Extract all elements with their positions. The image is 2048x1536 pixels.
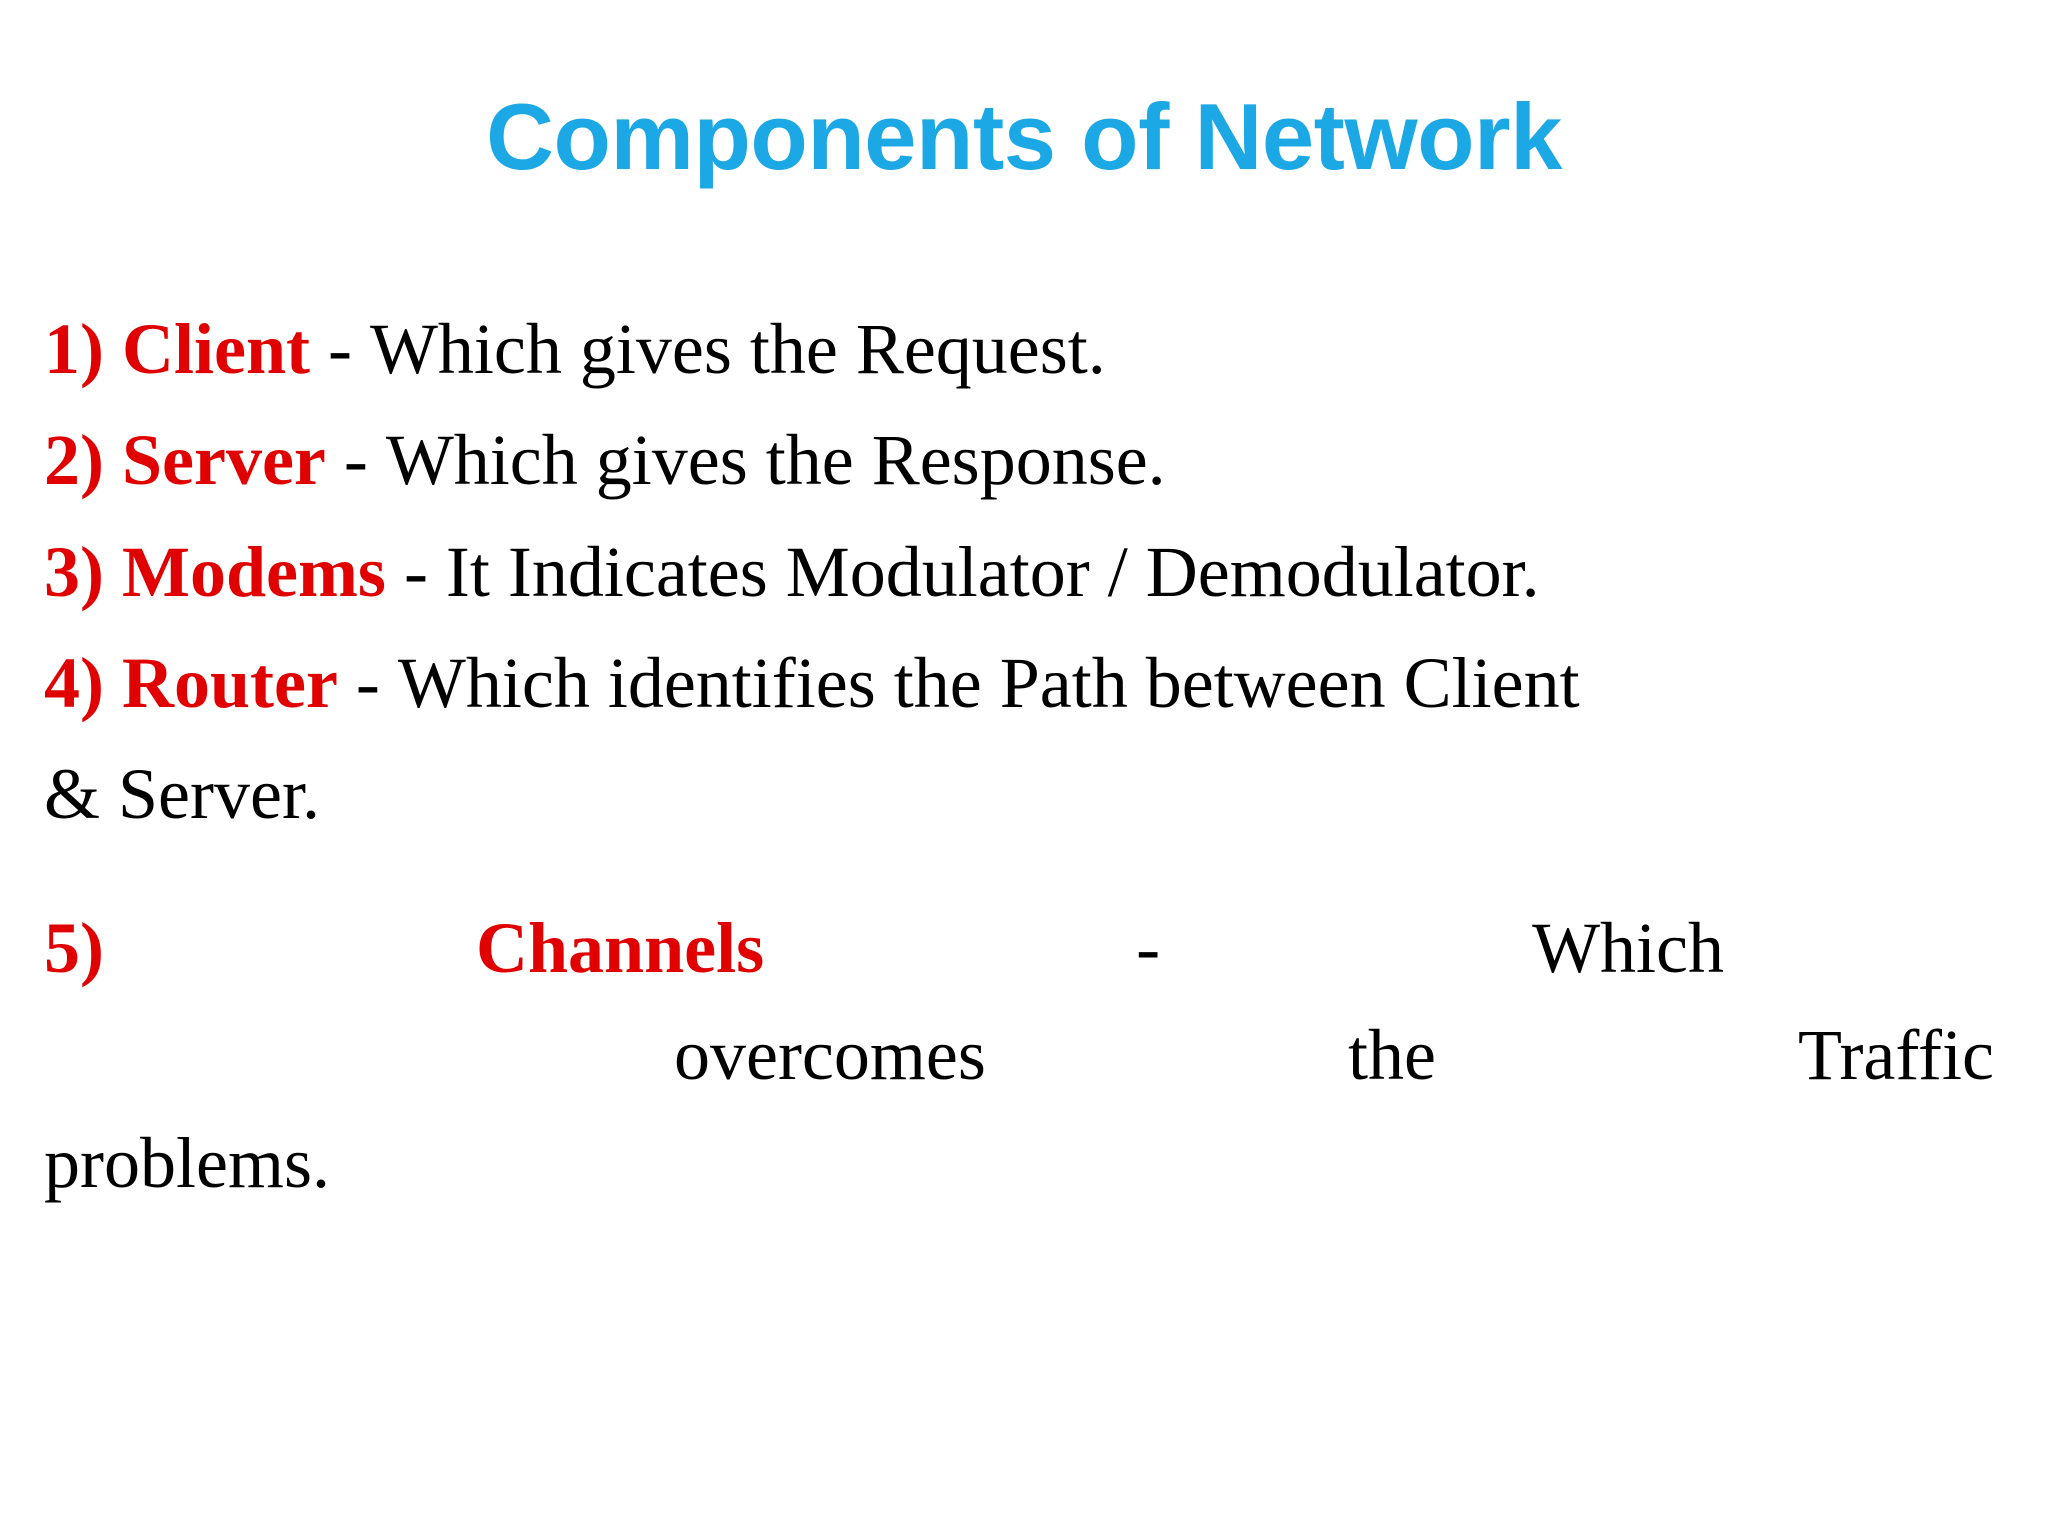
list-item-number: 3) [44,531,104,612]
list-item-number: 1) [44,309,104,389]
bullet-list: 1) Client - Which gives the Request. 2) … [44,300,2029,1213]
list-item: 5) Channels - Which overcomes the Traffi… [44,899,2029,1213]
list-item-row-3: problems. [44,1114,2029,1213]
list-item-label: Server [121,420,326,501]
list-item-label: Channels [475,907,765,988]
list-item-number: 4) [44,643,104,724]
list-item: 1) Client - Which gives the Request. [44,300,2029,399]
list-item-description-wrap: & Server. [44,754,320,835]
page-title: Components of Network [486,84,1562,189]
list-item-continuation: & Server. [44,745,2029,844]
list-item-separator: - [355,643,380,724]
list-item-separator: - [327,309,352,389]
list-item: 3) Modems - It Indicates Modulator / Dem… [44,523,2029,622]
list-item: 2) Server - Which gives the Response. [44,411,2029,510]
list-item-description: Which identifies the Path between Client [397,643,1580,724]
list-item: 4) Router - Which identifies the Path be… [44,634,2029,733]
list-item-description: Which gives the Request. [369,309,1106,389]
list-item-separator: - [403,531,428,612]
list-item-word-traffic: Traffic [1798,1015,1994,1096]
list-item-label: Modems [121,531,386,612]
list-item-word-overcomes: overcomes [674,1015,986,1096]
list-item-number: 2) [44,420,104,501]
list-item-word-which: Which [1532,907,1724,988]
list-item-row-1: 5) Channels - Which [44,899,1724,998]
list-item-description: It Indicates Modulator / Demodulator. [445,531,1540,612]
list-item-row-2: overcomes the Traffic [674,1006,1994,1105]
list-item-description: Which gives the Response. [385,420,1166,501]
list-item-label: Router [121,643,338,724]
list-item-word-problems: problems. [44,1122,330,1203]
list-item-word-the: the [1347,1015,1436,1096]
list-item-separator: - [1136,907,1161,988]
list-item-separator: - [343,420,368,501]
list-item-number: 5) [44,907,104,988]
list-item-label: Client [121,309,310,389]
